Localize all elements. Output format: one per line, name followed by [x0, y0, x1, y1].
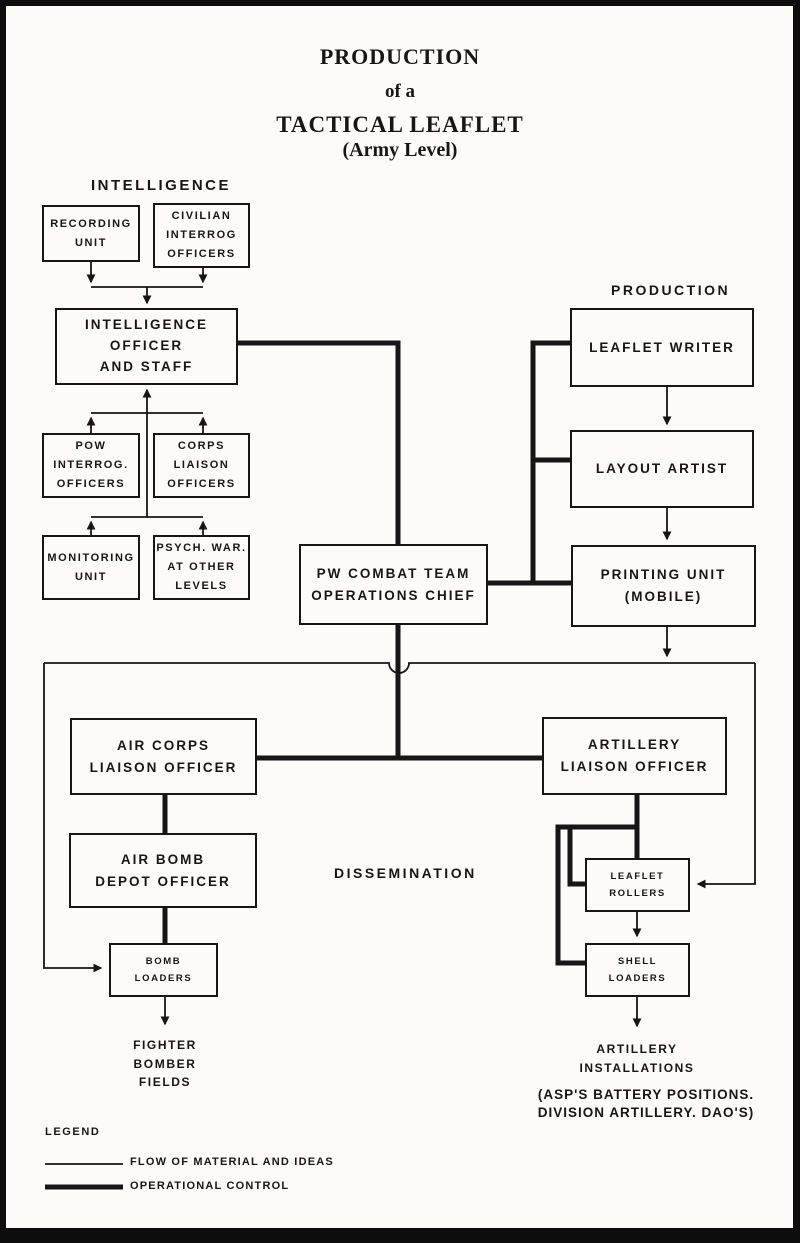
ctrl-artillery-branch-shell — [555, 824, 637, 966]
node-recording-unit: RECORDING UNIT — [42, 205, 140, 262]
node-shell-loaders: SHELL LOADERS — [585, 943, 690, 997]
title-line-1: PRODUCTION — [319, 44, 481, 69]
flow-rail-left-drop — [43, 663, 103, 973]
terminal-artillery-installations: ARTILLERY INSTALLATIONS — [579, 1042, 695, 1075]
node-air-corps-liaison-officer: AIR CORPS LIAISON OFFICER — [70, 718, 257, 795]
terminal-artillery-note: (ASP'S BATTERY POSITIONS. DIVISION ARTIL… — [537, 1087, 755, 1121]
ctrl-intel-to-pwchief — [238, 340, 401, 544]
node-civilian-interrog-officers: CIVILIAN INTERROG OFFICERS — [153, 203, 250, 268]
flow-rail-right-drop — [696, 663, 756, 889]
node-leaflet-rollers: LEAFLET ROLLERS — [585, 858, 690, 912]
legend-title: LEGEND — [45, 1126, 101, 1138]
node-artillery-liaison-officer: ARTILLERY LIAISON OFFICER — [542, 717, 727, 795]
page-title: PRODUCTION of a TACTICAL LEAFLET (Army L… — [0, 44, 800, 162]
node-air-bomb-depot-officer: AIR BOMB DEPOT OFFICER — [69, 833, 257, 908]
node-bomb-loaders: BOMB LOADERS — [109, 943, 218, 997]
node-layout-artist: LAYOUT ARTIST — [570, 430, 754, 508]
node-leaflet-writer: LEAFLET WRITER — [570, 308, 754, 387]
legend-thick-label: OPERATIONAL CONTROL — [130, 1180, 290, 1192]
title-line-2: of a — [384, 81, 416, 102]
legend-thin-label: FLOW OF MATERIAL AND IDEAS — [130, 1156, 334, 1168]
title-line-3: TACTICAL LEAFLET — [276, 112, 524, 137]
node-printing-unit-mobile: PRINTING UNIT (MOBILE) — [571, 545, 756, 627]
node-pow-interrog-officers: POW INTERROG. OFFICERS — [42, 433, 140, 498]
section-label-production: PRODUCTION — [611, 282, 731, 298]
node-pw-combat-team-operations-chief: PW COMBAT TEAM OPERATIONS CHIEF — [299, 544, 488, 625]
node-psych-war-other-levels: PSYCH. WAR. AT OTHER LEVELS — [153, 535, 250, 600]
title-line-4: (Army Level) — [342, 139, 458, 161]
node-intelligence-officer-and-staff: INTELLIGENCE OFFICER AND STAFF — [55, 308, 238, 385]
node-monitoring-unit: MONITORING UNIT — [42, 535, 140, 600]
ctrl-artillery-branch-rollers — [567, 827, 585, 887]
ctrl-production-spine — [530, 340, 570, 583]
section-label-intelligence: INTELLIGENCE — [91, 177, 232, 194]
section-label-dissemination: DISSEMINATION — [334, 865, 477, 881]
terminal-fighter-bomber-fields: FIGHTER BOMBER FIELDS — [133, 1038, 197, 1090]
node-corps-liaison-officers: CORPS LIAISON OFFICERS — [153, 433, 250, 498]
